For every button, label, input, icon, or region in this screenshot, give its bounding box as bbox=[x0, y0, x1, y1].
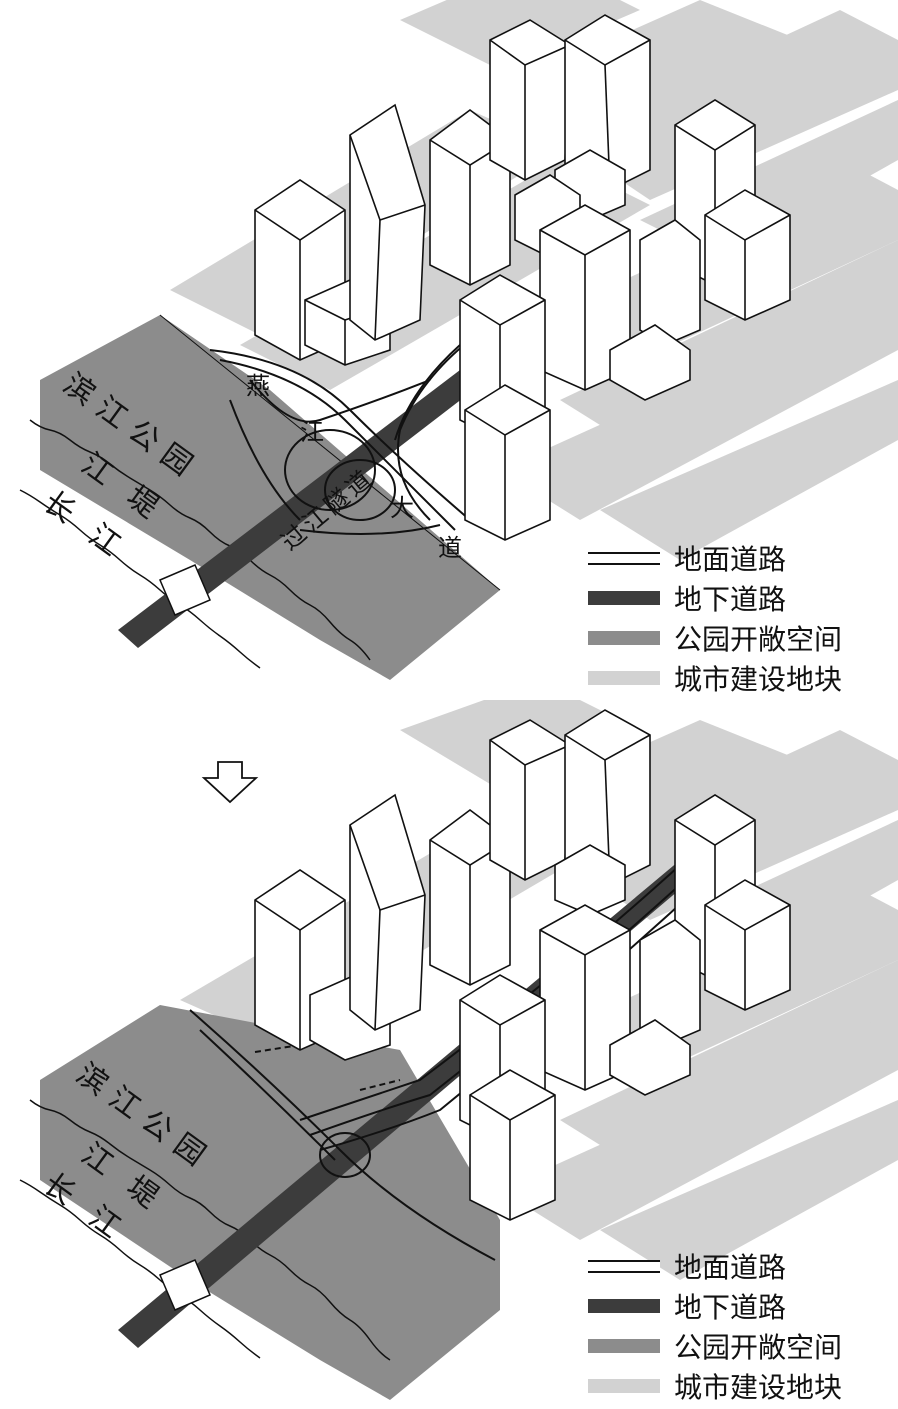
legend-item-surface: 地面道路 bbox=[588, 538, 842, 578]
legend-item-plot: 城市建设地块 bbox=[588, 658, 842, 698]
riverside-park bbox=[40, 315, 500, 680]
diagram-after-svg bbox=[19, 700, 898, 1400]
legend-item-surface: 地面道路 bbox=[588, 1246, 842, 1286]
underground-road bbox=[118, 370, 480, 648]
legend-text: 公园开敞空间 bbox=[674, 623, 843, 656]
buildings bbox=[254, 709, 791, 1221]
avenue-label-4: 道 bbox=[438, 534, 466, 562]
plot-swatch bbox=[588, 671, 660, 685]
park-swatch bbox=[588, 1339, 660, 1353]
surface-road-swatch bbox=[588, 551, 660, 565]
legend-item-park: 公园开敞空间 bbox=[588, 1326, 842, 1366]
diagram-after: 滨江公园 江堤 长江 地面道路 地下道路 公园开敞空间 城市建设地块 bbox=[0, 700, 898, 1409]
underground-road-swatch bbox=[588, 1299, 660, 1313]
buildings bbox=[254, 14, 791, 541]
legend-text: 地面道路 bbox=[674, 1251, 787, 1284]
legend-item-plot: 城市建设地块 bbox=[588, 1366, 842, 1406]
riverside-park bbox=[40, 1005, 500, 1400]
park-swatch bbox=[588, 631, 660, 645]
legend-text: 地下道路 bbox=[674, 583, 787, 616]
legend-item-underground: 地下道路 bbox=[588, 578, 842, 618]
diagram-before: 滨江公园 江堤 长江 过江隧道 燕 江 大 道 地面道路 地下道路 公园开敞空间… bbox=[0, 0, 898, 700]
legend-item-underground: 地下道路 bbox=[588, 1286, 842, 1326]
legend-top: 地面道路 地下道路 公园开敞空间 城市建设地块 bbox=[588, 538, 842, 698]
diagram-before-svg bbox=[19, 0, 898, 680]
avenue-label-2: 江 bbox=[300, 418, 328, 446]
interchange-ramps bbox=[209, 339, 471, 535]
legend-text: 城市建设地块 bbox=[674, 1371, 843, 1404]
underground-road-swatch bbox=[588, 591, 660, 605]
levee-lines bbox=[19, 1099, 391, 1361]
legend-text: 地面道路 bbox=[674, 543, 787, 576]
legend-bottom: 地面道路 地下道路 公园开敞空间 城市建设地块 bbox=[588, 1246, 842, 1406]
legend-item-park: 公园开敞空间 bbox=[588, 618, 842, 658]
legend-text: 公园开敞空间 bbox=[674, 1331, 843, 1364]
legend-text: 城市建设地块 bbox=[674, 663, 843, 696]
plot-swatch bbox=[588, 1379, 660, 1393]
down-arrow-icon bbox=[201, 761, 259, 804]
surface-road-swatch bbox=[588, 1259, 660, 1273]
legend-text: 地下道路 bbox=[674, 1291, 787, 1324]
avenue-label-1: 燕 bbox=[246, 372, 274, 400]
avenue-label-3: 大 bbox=[390, 494, 418, 522]
levee-lines bbox=[19, 314, 501, 669]
